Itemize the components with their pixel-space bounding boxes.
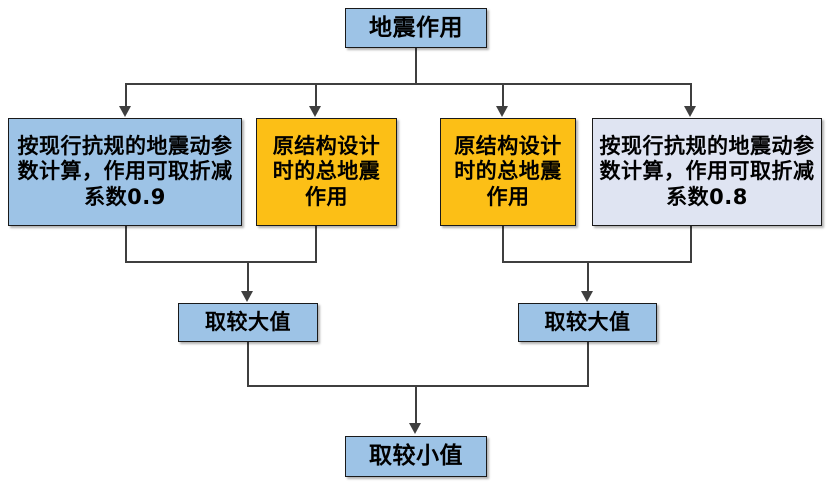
edge-root-stem bbox=[415, 47, 417, 84]
edge-merge-right-bus bbox=[502, 261, 692, 263]
edge-level2-bus bbox=[125, 83, 691, 85]
edge-bus-to-box2 bbox=[315, 83, 317, 108]
node-take-smaller-label: 取较小值 bbox=[369, 443, 463, 470]
node-original-total-seismic-right[interactable]: 原结构设计时的总地震作用 bbox=[440, 118, 576, 226]
edge-maxleft-down bbox=[247, 342, 249, 387]
edge-box2-down bbox=[315, 226, 317, 263]
edge-merge-left-bus bbox=[125, 261, 317, 263]
node-original-total-right-label: 原结构设计时的总地震作用 bbox=[454, 133, 562, 209]
edge-bus-to-box3 bbox=[502, 83, 504, 108]
arrow-to-max-right bbox=[580, 291, 593, 302]
node-take-smaller-final[interactable]: 取较小值 bbox=[345, 436, 487, 477]
edge-bus-to-box4 bbox=[690, 83, 692, 108]
arrow-to-min-final bbox=[408, 423, 421, 434]
node-calc-0-9-label: 按现行抗规的地震动参数计算，作用可取折减系数0.9 bbox=[17, 133, 233, 209]
edge-box3-down bbox=[502, 226, 504, 263]
node-original-total-left-label: 原结构设计时的总地震作用 bbox=[272, 133, 381, 209]
node-root-seismic-action[interactable]: 地震作用 bbox=[345, 8, 487, 48]
node-take-larger-right[interactable]: 取较大值 bbox=[518, 303, 657, 342]
edge-merge-right-stem bbox=[587, 261, 589, 292]
arrow-to-box4 bbox=[683, 106, 696, 117]
node-calc-0-8-label: 按现行抗规的地震动参数计算，作用可取折减系数0.8 bbox=[599, 133, 815, 209]
arrow-to-box3 bbox=[495, 106, 508, 117]
edge-merge-final-bus bbox=[247, 385, 589, 387]
node-calc-reduction-0-9[interactable]: 按现行抗规的地震动参数计算，作用可取折减系数0.9 bbox=[8, 118, 242, 226]
node-take-larger-left-label: 取较大值 bbox=[205, 309, 291, 334]
arrow-to-box1 bbox=[118, 106, 131, 117]
edge-merge-left-stem bbox=[247, 261, 249, 292]
edge-box4-down bbox=[690, 226, 692, 263]
edge-box1-down bbox=[125, 226, 127, 263]
edge-maxright-down bbox=[587, 342, 589, 387]
edge-bus-to-box1 bbox=[125, 83, 127, 108]
arrow-to-max-left bbox=[240, 291, 253, 302]
node-take-larger-left[interactable]: 取较大值 bbox=[178, 303, 318, 342]
node-take-larger-right-label: 取较大值 bbox=[544, 309, 631, 334]
edge-merge-final-stem bbox=[415, 385, 417, 423]
node-root-label: 地震作用 bbox=[369, 14, 463, 41]
node-calc-reduction-0-8[interactable]: 按现行抗规的地震动参数计算，作用可取折减系数0.8 bbox=[592, 118, 822, 226]
arrow-to-box2 bbox=[308, 106, 321, 117]
node-original-total-seismic-left[interactable]: 原结构设计时的总地震作用 bbox=[256, 118, 397, 226]
